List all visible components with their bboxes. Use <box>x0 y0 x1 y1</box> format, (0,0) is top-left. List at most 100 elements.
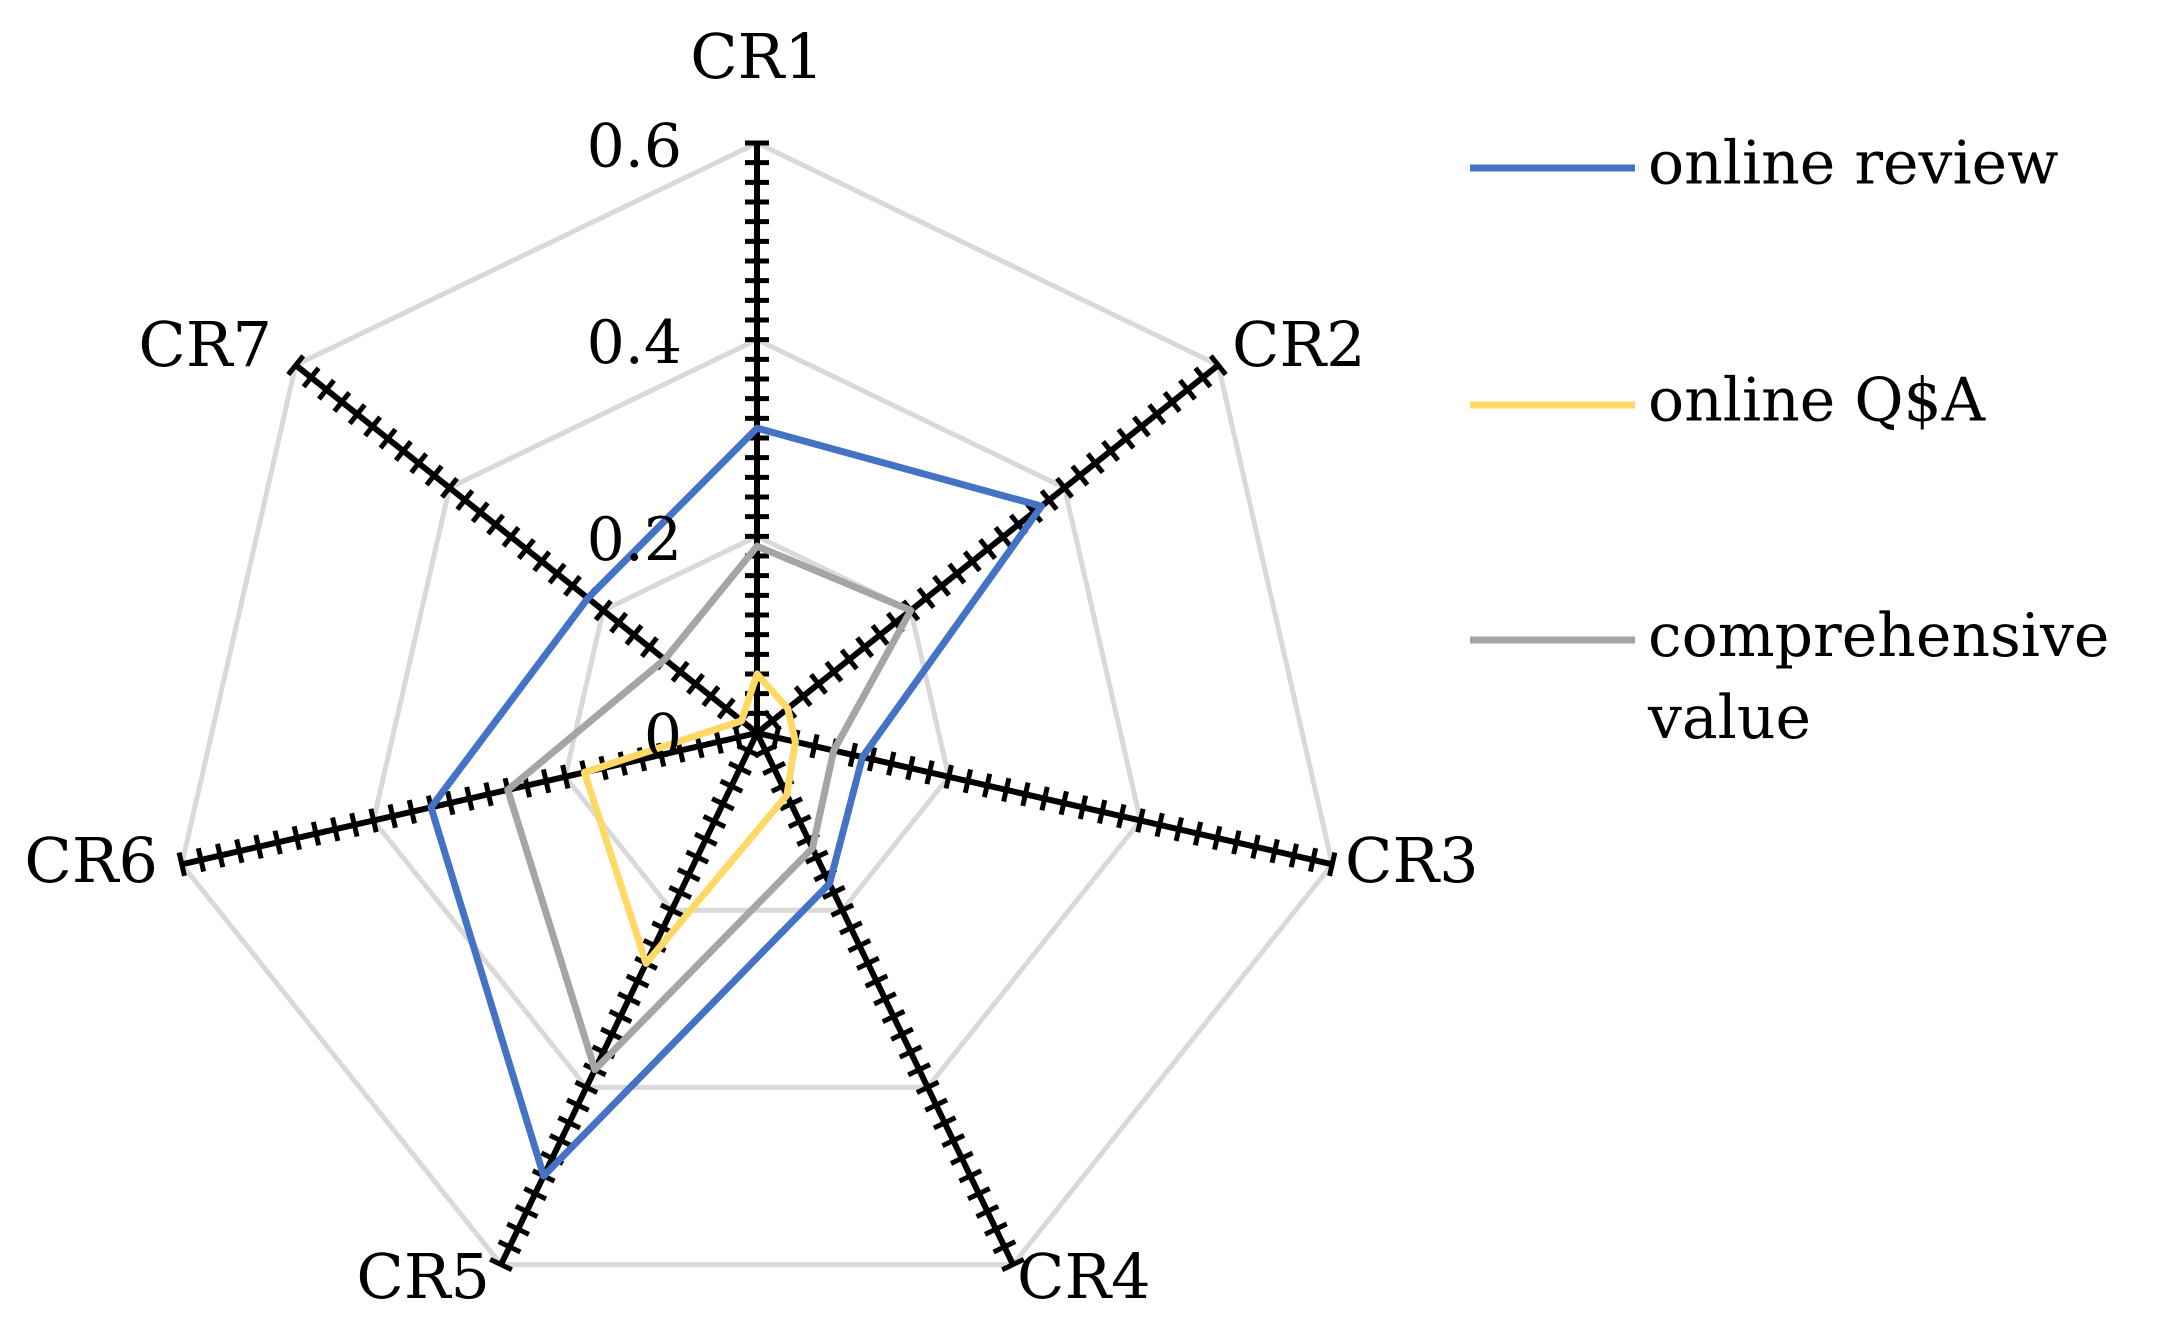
tick-label: 0.2 <box>587 505 682 575</box>
axis-tick <box>881 1009 906 1024</box>
axis-tick <box>716 697 736 720</box>
axis-tick <box>1269 838 1280 864</box>
category-label-cr4: CR4 <box>1017 1240 1151 1313</box>
axis-tick <box>838 920 863 936</box>
axis-tick <box>907 1062 932 1078</box>
radial-axes <box>176 140 1338 1273</box>
axis-tick <box>560 764 571 790</box>
axis-tick <box>975 1203 1000 1219</box>
axis-tick <box>387 803 398 829</box>
axis-tick <box>719 778 744 794</box>
axis-tick <box>215 843 226 868</box>
axis-tick <box>659 902 684 918</box>
category-label-cr5: CR5 <box>356 1240 490 1313</box>
category-label-cr7: CR7 <box>138 308 272 381</box>
axis-tick <box>593 599 613 622</box>
axis-tick <box>847 938 872 954</box>
axis-tick <box>1193 366 1213 389</box>
axis-tick <box>873 991 897 1007</box>
axis-tick <box>962 768 974 794</box>
axis-tick <box>941 1133 966 1148</box>
axis-tick <box>574 1079 599 1095</box>
axis-tick <box>1250 834 1261 860</box>
axis-tick <box>668 885 693 900</box>
axis-tick <box>905 755 916 781</box>
axis-tick <box>347 403 367 426</box>
axis-tick <box>317 378 336 401</box>
axis-tick <box>1173 817 1184 842</box>
axis-tick <box>609 611 629 634</box>
axis-tick <box>195 847 207 873</box>
category-label-cr6: CR6 <box>24 824 158 897</box>
axis-tick <box>1039 786 1050 811</box>
axis-tick <box>470 501 490 524</box>
axis-tick <box>1212 825 1223 851</box>
axis-tick <box>483 782 494 807</box>
axis-tick <box>710 796 735 812</box>
axis-tick <box>540 768 552 794</box>
axis-tick <box>855 636 875 659</box>
axis-CR3 <box>756 725 1338 877</box>
axis-tick <box>234 838 245 864</box>
axis-tick <box>993 525 1013 548</box>
axis-tick <box>824 660 844 683</box>
axis-tick <box>1288 843 1299 868</box>
axis-tick <box>506 1221 530 1237</box>
axis-tick <box>793 685 813 708</box>
category-label-cr3: CR3 <box>1345 824 1479 897</box>
tick-label: 0.4 <box>587 308 682 378</box>
category-label-cr1: CR1 <box>690 20 824 93</box>
axis-tick <box>686 673 705 695</box>
axis-tick <box>1116 427 1136 450</box>
axis-tick <box>981 773 993 798</box>
axis-tick <box>943 764 954 790</box>
axis-tick <box>1147 403 1167 426</box>
axis-tick <box>1058 790 1069 816</box>
axis-tick <box>455 489 475 511</box>
axis-tick <box>864 973 889 989</box>
axis-tick <box>1162 390 1182 413</box>
axis-tick <box>809 673 828 695</box>
axis-tick <box>762 760 786 776</box>
axis-CR7 <box>286 354 759 736</box>
axis-tick <box>1135 808 1146 833</box>
axis-tick <box>639 636 659 659</box>
axis-tick <box>532 550 552 573</box>
axis-tick <box>176 852 187 877</box>
axis-tick <box>1178 378 1197 401</box>
axis-tick <box>557 1115 582 1131</box>
axis-tick <box>563 574 582 597</box>
axis-tick <box>330 817 341 842</box>
axis-tick <box>1039 489 1059 511</box>
axis-tick <box>916 587 936 610</box>
axis-tick <box>363 415 383 438</box>
axis-tick <box>272 830 283 855</box>
axis-tick <box>984 1221 1008 1237</box>
axis-tick <box>779 796 804 812</box>
axis-tick <box>445 790 456 816</box>
axis-tick <box>992 1239 1017 1255</box>
axis-tick <box>924 760 935 785</box>
axis-tick <box>1001 777 1012 803</box>
axis-tick <box>1307 847 1319 873</box>
axis-tick <box>821 885 846 900</box>
axis-tick <box>286 354 306 377</box>
axis-tick <box>947 562 967 585</box>
series-line-online-review <box>427 424 1045 1180</box>
axis-tick <box>486 513 506 536</box>
axis-tick <box>393 440 413 462</box>
axis-tick <box>489 1257 513 1273</box>
axis-tick <box>547 562 567 585</box>
axis-tick <box>804 849 829 865</box>
axis-tick <box>676 867 701 883</box>
axis-tick <box>1070 464 1090 487</box>
axis-tick <box>617 991 641 1007</box>
grid-ring <box>370 336 1144 1090</box>
axis-tick <box>670 660 690 683</box>
axis-tick <box>890 1026 914 1042</box>
axis-tick <box>625 973 650 989</box>
